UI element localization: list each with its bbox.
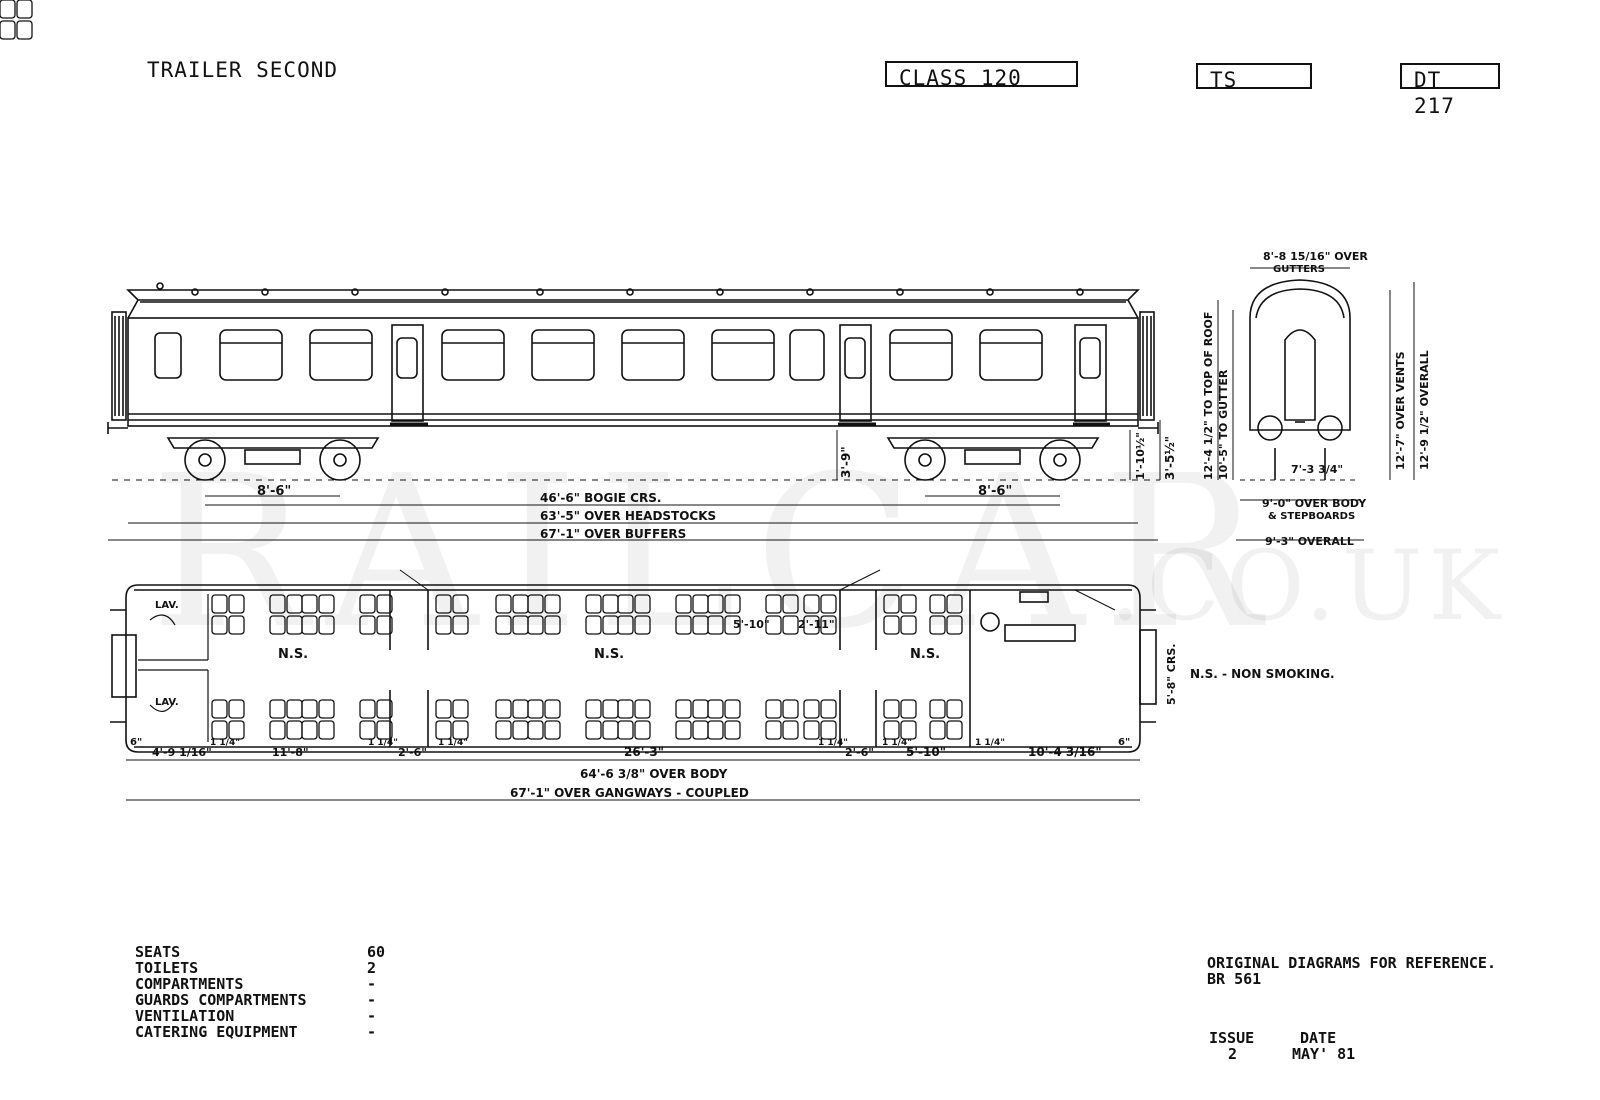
- date-value: MAY' 81: [1292, 1045, 1356, 1063]
- dim-floor-height: 3'-9": [839, 446, 853, 478]
- bogie-right: [886, 437, 1100, 481]
- dim-plan-10: 2'-6": [845, 746, 874, 759]
- spec-value: -: [367, 991, 377, 1009]
- label-ns-3: N.S.: [910, 647, 940, 662]
- roof-vents: [156, 282, 1084, 296]
- end-over-gutters: 8'-8 15/16" OVER: [1263, 250, 1368, 263]
- label-ns-2: N.S.: [594, 647, 624, 662]
- end-elevation: [1217, 267, 1415, 541]
- dim-plan-9: 1 1/4": [818, 738, 848, 748]
- spec-label: TOILETS: [135, 959, 199, 977]
- dim-plan-12: 5'-10": [906, 745, 946, 759]
- dim-plan-4: 11'-8": [272, 746, 309, 759]
- watermark-suffix: .CO.UK: [1110, 530, 1507, 642]
- dim-plan-1: 6": [130, 737, 142, 748]
- dim-plan-6: 2'-6": [398, 746, 427, 759]
- reference-line-2: BR 561: [1207, 970, 1262, 988]
- seating-plan: [0, 0, 963, 740]
- spec-label: GUARDS COMPARTMENTS: [135, 991, 307, 1009]
- spec-row: GUARDS COMPARTMENTS -: [135, 992, 385, 1008]
- dim-seat-pitch-2: 2'-11": [798, 618, 835, 631]
- dim-bogie-crs-plan: 5'-8" CRS.: [1165, 644, 1178, 705]
- spec-label: VENTILATION: [135, 1007, 235, 1025]
- dim-plan-13: 1 1/4": [975, 738, 1005, 748]
- side-windows: [219, 329, 1043, 381]
- specs-table: SEATS 60 TOILETS 2 COMPARTMENTS - GUARDS…: [135, 944, 385, 1040]
- reference-line-1: ORIGINAL DIAGRAMS FOR REFERENCE.: [1207, 954, 1496, 972]
- end-over-vents: 12'-7" OVER VENTS: [1394, 351, 1407, 470]
- dim-over-body: 64'-6 3/8" OVER BODY: [580, 767, 728, 781]
- spec-row: SEATS 60: [135, 944, 385, 960]
- spec-value: 2: [367, 959, 377, 977]
- spec-label: COMPARTMENTS: [135, 975, 244, 993]
- label-ns-1: N.S.: [278, 647, 308, 662]
- legend-non-smoking: N.S. - NON SMOKING.: [1190, 667, 1335, 681]
- spec-row: COMPARTMENTS -: [135, 976, 385, 992]
- bogie-left: [166, 437, 380, 481]
- type-code-box: TS: [1196, 63, 1312, 92]
- dim-buffer-height-a: 1'-10½": [1134, 432, 1147, 480]
- spec-value: -: [367, 1023, 377, 1041]
- dim-plan-11: 1 1/4": [882, 738, 912, 748]
- gangway-left: [111, 311, 127, 421]
- spec-row: TOILETS 2: [135, 960, 385, 976]
- end-wheel-gauge: 7'-3 3/4": [1291, 463, 1343, 476]
- dim-buffer-height-b: 3'-5½": [1163, 436, 1177, 480]
- date-label: DATE: [1300, 1029, 1337, 1047]
- dim-seat-pitch-1: 5'-10": [733, 618, 770, 631]
- dim-over-buffers: 67'-1" OVER BUFFERS: [540, 527, 686, 541]
- dim-over-headstocks: 63'-5" OVER HEADSTOCKS: [540, 509, 716, 523]
- issue-value: 2: [1228, 1045, 1238, 1063]
- gangway-right: [1139, 311, 1155, 421]
- spec-value: -: [367, 1007, 377, 1025]
- end-stepboards: & STEPBOARDS: [1268, 511, 1355, 522]
- spec-value: 60: [367, 943, 386, 961]
- end-overall-width: 9'-3" OVERALL: [1265, 535, 1354, 548]
- dim-plan-14: 10'-4 3/16": [1028, 745, 1102, 759]
- dim-bogie-centres: 46'-6" BOGIE CRS.: [540, 491, 661, 505]
- issue-label: ISSUE: [1209, 1029, 1255, 1047]
- dim-plan-8: 26'-3": [624, 745, 664, 759]
- spec-value: -: [367, 975, 377, 993]
- diagram-number-box: DT 217: [1400, 63, 1500, 118]
- dim-plan-5: 1 1/4": [368, 738, 398, 748]
- spec-label: CATERING EQUIPMENT: [135, 1023, 298, 1041]
- end-gutters-word: GUTTERS: [1273, 264, 1325, 275]
- end-over-body: 9'-0" OVER BODY: [1262, 497, 1367, 510]
- dim-plan-2: 4'-9 1/16": [152, 746, 212, 759]
- dim-bogie-left: 8'-6": [257, 484, 291, 499]
- end-top-of-roof: 12'-4 1/2" TO TOP OF ROOF: [1202, 312, 1215, 480]
- class-label-box: CLASS 120: [885, 61, 1078, 90]
- side-elevation: [107, 282, 1161, 541]
- spec-row: CATERING EQUIPMENT -: [135, 1024, 385, 1040]
- dim-over-gangways: 67'-1" OVER GANGWAYS - COUPLED: [510, 786, 749, 800]
- label-lav-bottom: LAV.: [155, 697, 179, 708]
- end-overall-height: 12'-9 1/2" OVERALL: [1418, 350, 1431, 470]
- dim-plan-7: 1 1/4": [438, 738, 468, 748]
- spec-label: SEATS: [135, 943, 181, 961]
- dim-plan-3: 1 1/4": [210, 738, 240, 748]
- label-lav-top: LAV.: [155, 600, 179, 611]
- end-to-gutter: 10'-5" TO GUTTER: [1217, 369, 1230, 480]
- side-doors: [154, 324, 1110, 426]
- dim-bogie-right: 8'-6": [978, 484, 1012, 499]
- page-title: TRAILER SECOND: [147, 58, 339, 82]
- spec-row: VENTILATION -: [135, 1008, 385, 1024]
- dim-plan-15: 6": [1118, 737, 1130, 748]
